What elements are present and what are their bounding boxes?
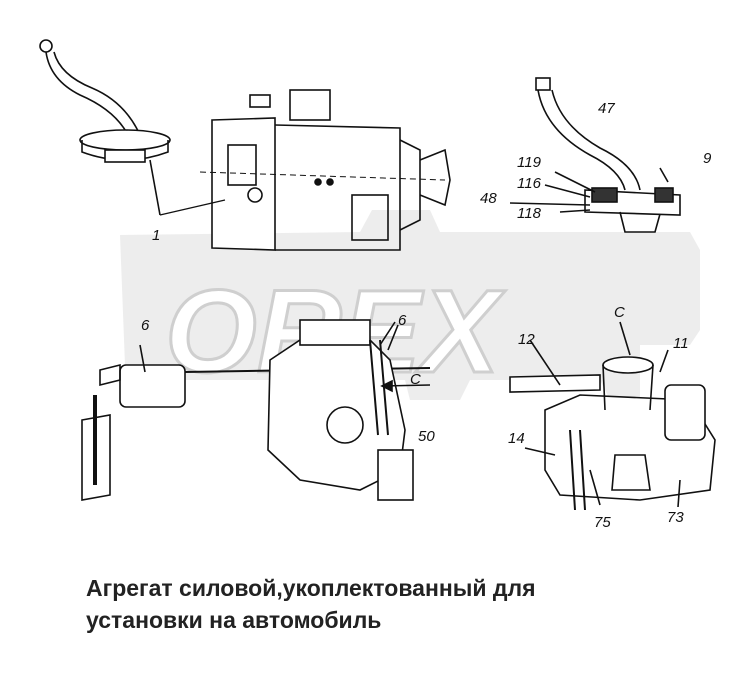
callout-11: 11	[673, 335, 689, 352]
caption-line-2: установки на автомобиль	[86, 607, 382, 633]
caption-line-1: Агрегат силовой,укоплектованный для	[86, 575, 536, 601]
gear-shift-lever-right	[509, 77, 681, 233]
callout-12: 12	[518, 331, 535, 348]
callout-c-right: C	[614, 304, 625, 321]
callout-c-center: C	[410, 371, 421, 388]
diagram-caption: Агрегат силовой,укоплектованный для уста…	[86, 572, 726, 636]
callout-73: 73	[667, 509, 684, 526]
callout-75: 75	[594, 514, 611, 531]
callout-48: 48	[480, 190, 497, 207]
gear-shift-lever-left	[39, 39, 171, 216]
callout-119: 119	[517, 154, 542, 171]
gearbox-assembly	[199, 89, 451, 251]
engine-right	[509, 321, 716, 511]
callout-14: 14	[508, 430, 525, 447]
callout-118: 118	[517, 205, 542, 222]
callout-116: 116	[517, 175, 542, 192]
callout-47: 47	[598, 100, 615, 117]
callout-50: 50	[418, 428, 435, 445]
callout-9: 9	[703, 150, 712, 167]
callout-1: 1	[152, 227, 160, 244]
engine-center	[267, 319, 431, 501]
callout-6-center: 6	[398, 312, 407, 329]
callout-6-left: 6	[141, 317, 150, 334]
